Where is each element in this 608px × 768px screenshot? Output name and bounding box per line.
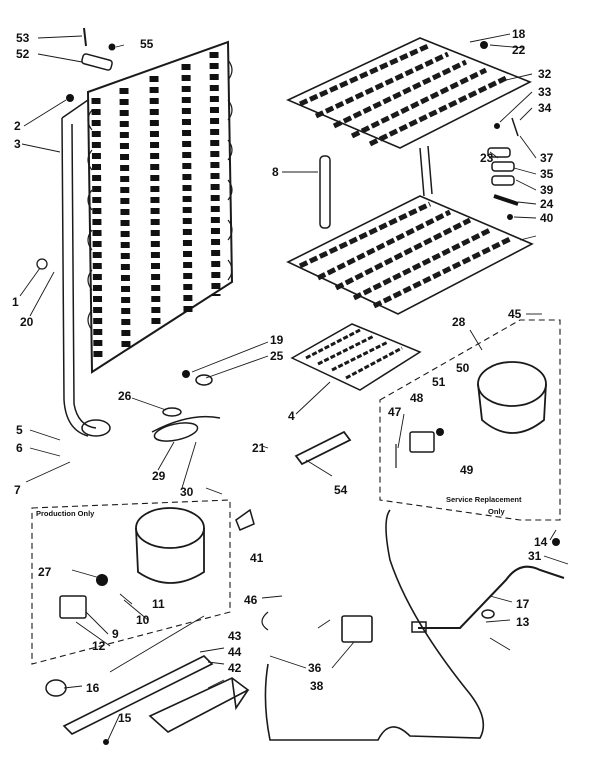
callout-30: 30	[180, 485, 194, 499]
callout-48: 48	[410, 391, 424, 405]
callout-21-mid: 21	[252, 441, 266, 455]
callout-17: 17	[516, 597, 530, 611]
callout-45-top: 45	[508, 307, 522, 321]
callout-3: 3	[14, 137, 21, 151]
callout-55: 55	[140, 37, 154, 51]
callout-35: 35	[540, 167, 554, 181]
callout-15: 15	[118, 711, 132, 725]
discharge-tube	[264, 509, 485, 741]
callout-16: 16	[86, 681, 100, 695]
service-compressor	[395, 361, 547, 468]
callout-53: 53	[16, 31, 30, 45]
callout-52: 52	[16, 47, 30, 61]
callout-24: 24	[540, 197, 554, 211]
callout-22: 22	[512, 43, 526, 57]
callout-33: 33	[538, 85, 552, 99]
callout-41: 41	[250, 551, 264, 565]
callout-29: 29	[152, 469, 166, 483]
terminal-block	[341, 615, 373, 643]
callout-12: 12	[92, 639, 106, 653]
service-replacement-box	[379, 319, 561, 521]
callout-50: 50	[456, 361, 470, 375]
evaporator-coils	[286, 37, 534, 315]
callout-36: 36	[308, 661, 322, 675]
callout-39: 39	[540, 183, 554, 197]
callout-54: 54	[334, 483, 348, 497]
lower-parts	[45, 508, 269, 745]
callout-23: 23	[480, 151, 494, 165]
callout-34: 34	[538, 101, 552, 115]
callout-5: 5	[16, 423, 23, 437]
callout-51: 51	[432, 375, 446, 389]
callout-42: 42	[228, 661, 242, 675]
callout-49: 49	[460, 463, 474, 477]
callout-19: 19	[270, 333, 284, 347]
power-cord	[411, 538, 565, 633]
callout-27: 27	[38, 565, 52, 579]
callout-46: 46	[244, 593, 258, 607]
condenser-coil	[36, 27, 234, 437]
production-only-box	[31, 499, 231, 665]
callout-6: 6	[16, 441, 23, 455]
callout-9: 9	[112, 627, 119, 641]
callout-18: 18	[512, 27, 526, 41]
production-compressor	[59, 507, 205, 619]
production-box-label: Production Only	[36, 509, 95, 518]
callout-11: 11	[152, 597, 165, 611]
drain-pan	[290, 323, 422, 391]
callout-47: 47	[388, 405, 402, 419]
service-box-label-line2: Only	[488, 507, 505, 516]
capillary-assembly	[151, 370, 221, 442]
callout-25: 25	[270, 349, 284, 363]
callout-44: 44	[228, 645, 242, 659]
callout-32-top: 32	[538, 67, 552, 81]
callout-26: 26	[118, 389, 132, 403]
callout-14-right: 14	[534, 535, 548, 549]
callout-numbers: 53 55 52 2 3 1 20 5 6 7 26 29 30 19 25 4…	[12, 27, 554, 725]
callout-8: 8	[272, 165, 279, 179]
callout-43: 43	[228, 629, 242, 643]
strip	[294, 430, 352, 466]
callout-37: 37	[540, 151, 554, 165]
callout-1: 1	[12, 295, 19, 309]
callout-7: 7	[14, 483, 21, 497]
callout-4: 4	[288, 409, 295, 423]
mounting-hardware	[480, 41, 519, 220]
callout-40: 40	[540, 211, 554, 225]
callout-31: 31	[528, 549, 542, 563]
callout-13: 13	[516, 615, 530, 629]
callout-38: 38	[310, 679, 324, 693]
service-box-label-line1: Service Replacement	[446, 495, 522, 504]
callout-20: 20	[20, 315, 34, 329]
callout-10: 10	[136, 613, 150, 627]
callout-28: 28	[452, 315, 466, 329]
callout-2: 2	[14, 119, 21, 133]
